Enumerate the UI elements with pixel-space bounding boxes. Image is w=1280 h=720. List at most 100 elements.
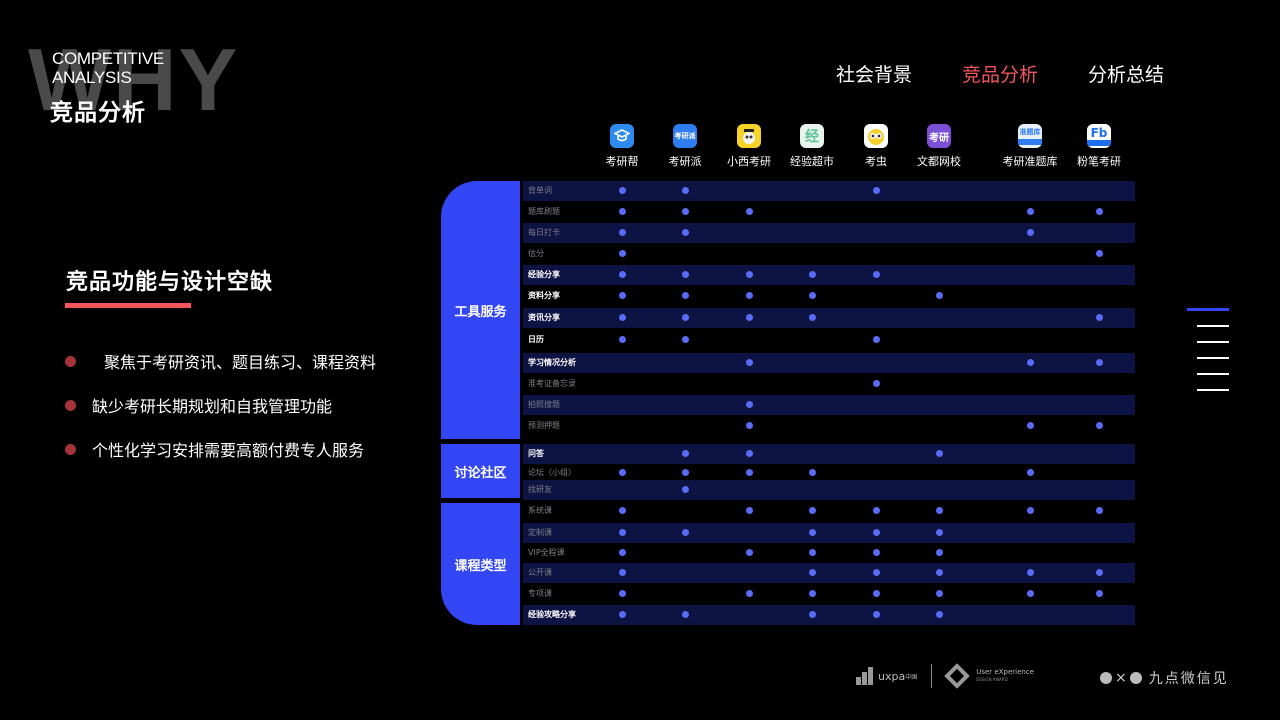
app-column-kaoyanpai: 考研派 考研派 bbox=[650, 124, 720, 169]
group-tool-services: 工具服务 bbox=[441, 181, 520, 439]
bullet-dot-icon bbox=[65, 399, 76, 411]
feature-available-dot-icon bbox=[1095, 359, 1103, 366]
page-indicator-bar[interactable] bbox=[1197, 373, 1229, 375]
page-indicator-bar[interactable] bbox=[1197, 357, 1229, 359]
bullet-dot-icon bbox=[65, 443, 76, 455]
section-title-cn: 竞品分析 bbox=[50, 100, 146, 126]
feature-label: 定制课 bbox=[528, 528, 552, 537]
page-indicator-bar-active[interactable] bbox=[1187, 308, 1229, 311]
feature-available-dot-icon bbox=[872, 507, 880, 514]
feature-row: 预测押题 bbox=[523, 416, 1135, 436]
feature-row: 资料分享 bbox=[523, 286, 1135, 306]
footer-logos: uxpa 中国 User eXperience DESIGN AWARD bbox=[856, 662, 1034, 690]
app-column-jingyan: 经 经验超市 bbox=[777, 124, 847, 169]
feature-available-dot-icon bbox=[808, 292, 816, 299]
section-title-en-line2: ANALYSIS bbox=[52, 68, 132, 87]
watermark-why: WHY bbox=[28, 30, 240, 129]
feature-available-dot-icon bbox=[745, 549, 753, 556]
feature-available-dot-icon bbox=[935, 549, 943, 556]
feature-available-dot-icon bbox=[1026, 208, 1034, 215]
feature-available-dot-icon bbox=[1095, 569, 1103, 576]
feature-available-dot-icon bbox=[872, 380, 880, 387]
ux-award-line1: User eXperience bbox=[976, 668, 1034, 676]
feature-available-dot-icon bbox=[681, 450, 689, 457]
page-indicator-bar[interactable] bbox=[1197, 341, 1229, 343]
feature-row: 拍照搜题 bbox=[523, 395, 1135, 415]
feature-available-dot-icon bbox=[745, 469, 753, 476]
feature-available-dot-icon bbox=[681, 271, 689, 278]
clock-icon bbox=[1100, 672, 1112, 684]
feature-available-dot-icon bbox=[618, 507, 626, 514]
top-nav: 社会背景 竞品分析 分析总结 bbox=[836, 63, 1214, 87]
feature-label: 每日打卡 bbox=[528, 228, 560, 237]
feature-label: 估分 bbox=[528, 249, 544, 258]
feature-available-dot-icon bbox=[1095, 250, 1103, 257]
feature-available-dot-icon bbox=[808, 529, 816, 536]
feature-label: 学习情况分析 bbox=[528, 358, 576, 367]
feature-available-dot-icon bbox=[618, 529, 626, 536]
feature-label: 找研友 bbox=[528, 485, 552, 494]
feature-row: 日历 bbox=[523, 330, 1135, 350]
feature-available-dot-icon bbox=[1026, 507, 1034, 514]
page-indicator-bar[interactable] bbox=[1197, 325, 1229, 327]
feature-available-dot-icon bbox=[618, 208, 626, 215]
feature-available-dot-icon bbox=[745, 314, 753, 321]
feature-row: 准考证备忘录 bbox=[523, 374, 1135, 394]
nav-item-analysis-summary[interactable]: 分析总结 bbox=[1088, 64, 1165, 86]
feature-available-dot-icon bbox=[618, 314, 626, 321]
feature-available-dot-icon bbox=[935, 450, 943, 457]
app-name: 粉笔考研 bbox=[1077, 155, 1121, 168]
feature-row: 每日打卡 bbox=[523, 223, 1135, 243]
feature-row: 题库刷题 bbox=[523, 202, 1135, 222]
feature-available-dot-icon bbox=[1095, 507, 1103, 514]
feature-available-dot-icon bbox=[872, 590, 880, 597]
feature-available-dot-icon bbox=[872, 611, 880, 618]
app-name: 小西考研 bbox=[727, 155, 771, 168]
feature-row: 背单词 bbox=[523, 181, 1135, 201]
feature-row: 系统课 bbox=[523, 501, 1135, 521]
app-column-zhuntiku: 准题库 考研准题库 bbox=[995, 124, 1065, 169]
feature-available-dot-icon bbox=[681, 469, 689, 476]
app-name: 考研派 bbox=[668, 155, 702, 168]
feature-available-dot-icon bbox=[745, 590, 753, 597]
feature-available-dot-icon bbox=[808, 271, 816, 278]
feature-available-dot-icon bbox=[618, 569, 626, 576]
nav-item-competitive-analysis[interactable]: 竞品分析 bbox=[962, 64, 1039, 86]
feature-available-dot-icon bbox=[745, 422, 753, 429]
feature-available-dot-icon bbox=[681, 529, 689, 536]
feature-row: 经验分享 bbox=[523, 265, 1135, 285]
feature-available-dot-icon bbox=[618, 271, 626, 278]
feature-label: 专项课 bbox=[528, 589, 552, 598]
jing-character-icon: 经 bbox=[800, 124, 824, 148]
feature-available-dot-icon bbox=[872, 549, 880, 556]
feature-label: 问答 bbox=[528, 449, 544, 458]
summary-bullet: 聚焦于考研资讯、题目练习、课程资料 bbox=[65, 350, 376, 372]
group-label: 课程类型 bbox=[454, 558, 507, 574]
nav-item-social-background[interactable]: 社会背景 bbox=[836, 64, 913, 86]
app-name: 考研准题库 bbox=[1002, 155, 1058, 168]
summary-bullet: 个性化学习安排需要高额付费专人服务 bbox=[65, 438, 376, 460]
feature-available-dot-icon bbox=[618, 292, 626, 299]
bullet-text: 缺少考研长期规划和自我管理功能 bbox=[92, 397, 333, 416]
feature-available-dot-icon bbox=[935, 292, 943, 299]
feature-available-dot-icon bbox=[808, 549, 816, 556]
app-name: 文都网校 bbox=[917, 155, 961, 168]
feature-available-dot-icon bbox=[745, 401, 753, 408]
feature-row: 定制课 bbox=[523, 523, 1135, 543]
app-column-wendu: 考研 文都网校 bbox=[904, 124, 974, 169]
summary-bullet-list: 聚焦于考研资讯、题目练习、课程资料 缺少考研长期规划和自我管理功能 个性化学习安… bbox=[65, 350, 376, 482]
feature-available-dot-icon bbox=[1026, 469, 1034, 476]
feature-available-dot-icon bbox=[618, 590, 626, 597]
feature-row: 资讯分享 bbox=[523, 308, 1135, 328]
feature-row: VIP全程课 bbox=[523, 543, 1135, 563]
section-title-en: COMPETITIVE ANALYSIS bbox=[52, 49, 164, 87]
feature-available-dot-icon bbox=[872, 336, 880, 343]
page-indicator-bar[interactable] bbox=[1197, 389, 1229, 391]
feature-available-dot-icon bbox=[872, 529, 880, 536]
app-column-xiaoxi: 小西考研 bbox=[714, 124, 784, 169]
group-label: 讨论社区 bbox=[454, 465, 507, 481]
feature-available-dot-icon bbox=[745, 208, 753, 215]
feature-available-dot-icon bbox=[935, 529, 943, 536]
feature-label: 背单词 bbox=[528, 186, 552, 195]
footer-divider bbox=[931, 664, 933, 688]
